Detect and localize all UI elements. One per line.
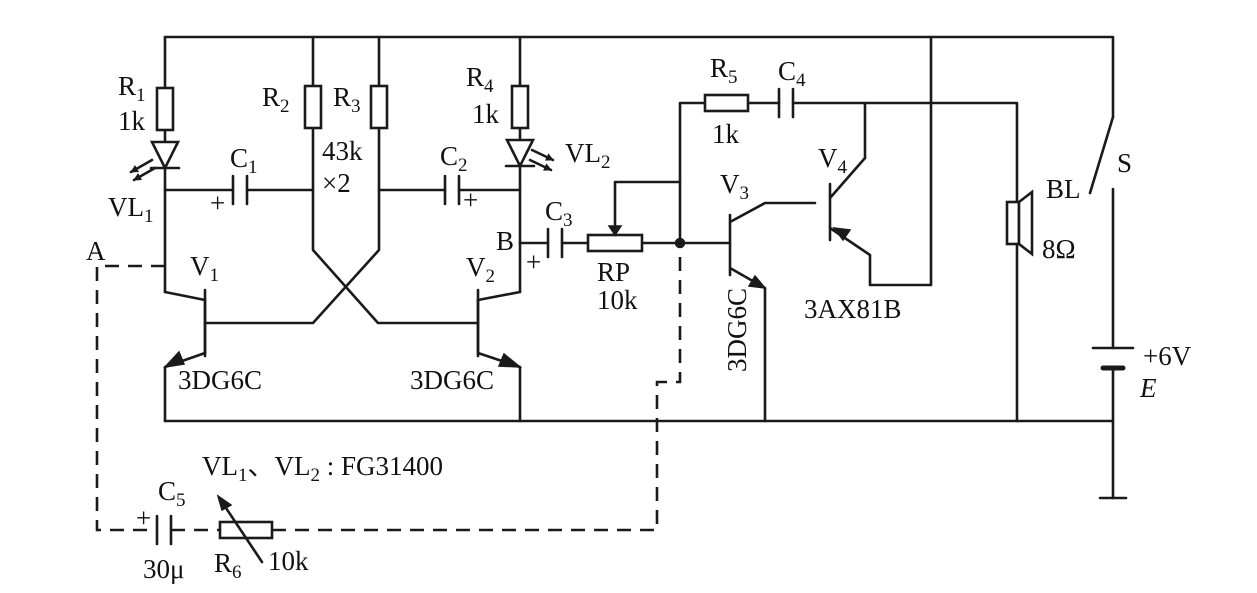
resistor-r4 — [510, 84, 530, 130]
label-r1: R1 — [118, 71, 146, 106]
battery-e — [1091, 346, 1135, 371]
labels: R1 1k R2 R3 43k ×2 R4 1k R5 1k C1 C2 C3 … — [86, 53, 1192, 584]
note-led-type: VL1、VL2 : FG31400 — [202, 451, 443, 486]
resistor-r3 — [369, 84, 389, 130]
label-r2: R2 — [262, 82, 290, 117]
capacitor-c4 — [777, 87, 795, 119]
capacitor-c2 — [443, 174, 461, 206]
label-e-value: +6V — [1143, 341, 1192, 371]
label-r5: R5 — [710, 53, 738, 88]
capacitor-c3 — [546, 227, 564, 259]
label-c4: C4 — [778, 56, 806, 91]
label-plus-c2: + — [463, 185, 478, 215]
wires — [95, 35, 1128, 532]
led-vl1 — [129, 140, 181, 182]
label-c3: C3 — [545, 196, 573, 231]
label-v3-type: 3DG6C — [722, 288, 752, 372]
label-c1: C1 — [230, 143, 258, 178]
label-r3: R3 — [333, 82, 361, 117]
label-c2: C2 — [440, 141, 468, 176]
transistor-v2 — [476, 288, 523, 368]
label-node-b: B — [496, 226, 514, 256]
junction-dot — [674, 237, 686, 249]
label-bl-value: 8Ω — [1042, 234, 1076, 264]
label-plus-c1: + — [210, 188, 225, 218]
label-plus-c3: + — [526, 247, 541, 277]
capacitor-c5 — [155, 514, 173, 546]
label-r3-value: 43k — [322, 136, 363, 166]
label-v1-type: 3DG6C — [178, 365, 262, 395]
led-vl2 — [504, 138, 555, 172]
label-r5-value: 1k — [712, 119, 740, 149]
label-vl1: VL1 — [108, 192, 154, 227]
capacitor-c1 — [231, 174, 249, 206]
label-v3: V3 — [720, 169, 749, 204]
label-v4-type: 3AX81B — [804, 294, 902, 324]
label-s: S — [1117, 148, 1132, 178]
label-rp-value: 10k — [597, 285, 638, 315]
label-c5: C5 — [158, 476, 186, 511]
resistor-r6-variable — [216, 494, 274, 564]
label-c5-value: 30μ — [143, 554, 184, 584]
label-plus-c5: + — [136, 503, 151, 533]
resistor-r5 — [703, 93, 750, 113]
resistor-r2 — [303, 84, 323, 130]
label-vl2: VL2 — [565, 138, 611, 173]
transistor-v1 — [162, 288, 207, 369]
label-v1: V1 — [190, 251, 219, 286]
label-v4: V4 — [818, 143, 848, 178]
potentiometer-rp — [586, 225, 644, 253]
label-bl: BL — [1046, 174, 1081, 204]
label-r4: R4 — [466, 62, 494, 97]
transistor-v3 — [747, 274, 767, 289]
label-r3-note: ×2 — [322, 168, 351, 198]
transistor-v4 — [832, 227, 852, 242]
speaker-bl — [1005, 189, 1034, 257]
label-e: E — [1139, 373, 1157, 403]
label-r6: R6 — [214, 548, 242, 583]
label-v2: V2 — [466, 252, 495, 287]
label-r1-value: 1k — [118, 106, 146, 136]
label-v2-type: 3DG6C — [410, 365, 494, 395]
label-r6-value: 10k — [268, 546, 309, 576]
label-rp: RP — [597, 257, 630, 287]
label-r4-value: 1k — [472, 99, 500, 129]
resistor-r1 — [155, 86, 175, 132]
label-node-a: A — [86, 236, 106, 266]
